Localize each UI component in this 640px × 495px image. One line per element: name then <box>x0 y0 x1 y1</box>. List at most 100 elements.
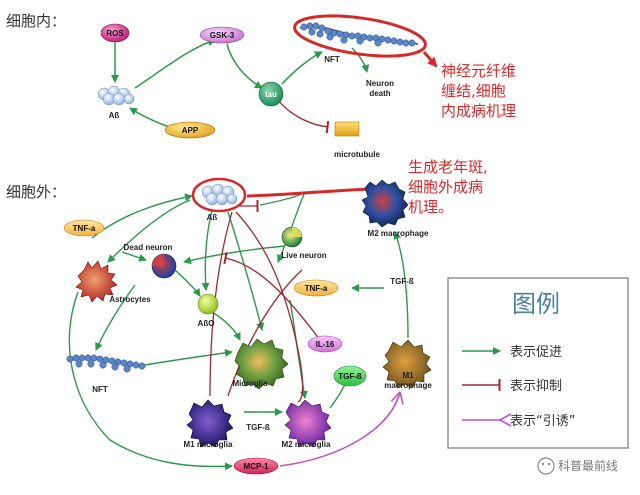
legend-inhibit-label: 表示抑制 <box>510 379 562 394</box>
dead-neuron-label: Dead neuron <box>124 243 173 252</box>
arrow-deadneuron-link <box>121 251 147 262</box>
tangle-callout-arrow <box>422 51 438 68</box>
inhibit-tau-to-microtubule <box>277 99 330 134</box>
gsk3-label: GSK-3 <box>210 31 235 40</box>
tgfb-bottom-label: TGF-ß <box>246 423 270 432</box>
arrow-abeta-to-gsk3 <box>134 38 216 89</box>
tau-label: tau <box>265 90 277 99</box>
m1-microglia-label: M1 microglia <box>184 440 233 449</box>
tgfb-green-label: TGF-ß <box>338 372 362 381</box>
tgfb-top-label: TGF-ß <box>390 277 414 286</box>
arrow-to-live-neuron <box>277 191 306 263</box>
abeta-highlight-ring <box>191 177 247 213</box>
legend-title: 图例 <box>512 290 560 318</box>
astrocytes-node: Astrocytes <box>75 260 151 304</box>
il16-label: IL-16 <box>316 340 335 349</box>
arrow-abeta-to-astrocytes <box>107 199 191 263</box>
mcp1-label: MCP-1 <box>244 462 269 471</box>
tau-node: tau <box>258 81 284 107</box>
arrow-abeta-to-microglia <box>227 211 265 331</box>
m1-microglia-node: M1 microglia <box>184 399 234 449</box>
intracellular-arrows <box>111 38 370 134</box>
arrow-nft-to-microglia <box>144 348 233 366</box>
abo-node: AßO <box>198 293 219 328</box>
il16-node: IL-16 <box>307 335 343 353</box>
arrow-dead-to-abo <box>174 269 201 297</box>
nft-bottom-filament: NFT <box>66 354 146 394</box>
watermark: 科普最前线 <box>537 457 618 475</box>
tangle-annotation-line2: 缠结,细胞 <box>441 82 506 100</box>
tnfa-right-node: TNF-a <box>293 279 339 297</box>
arrow-tau-to-nft <box>281 51 323 85</box>
neuron-death-label-line1: Neuron <box>366 79 394 88</box>
app-node: APP <box>164 121 216 139</box>
arrow-tnfa-to-abeta <box>91 193 193 239</box>
arrow-app-to-abeta <box>129 107 173 129</box>
plaque-annotation-line2: 细胞外成病 <box>408 178 483 196</box>
arrow-abeta-to-abo <box>201 209 213 291</box>
arrow-gsk3-to-tau <box>226 43 263 89</box>
arrow-nft-to-neuron-death <box>351 47 370 73</box>
m2-macrophage-label: M2 macrophage <box>368 229 429 238</box>
intracellular-section-label: 细胞内： <box>6 12 66 30</box>
tangle-annotation-line1: 神经元纤维 <box>441 62 516 80</box>
plaque-annotation-line3: 机理。 <box>408 198 453 216</box>
tnfa-right-label: TNF-a <box>305 284 328 293</box>
m2-microglia-node: M2 microglia <box>282 399 332 449</box>
abeta-top-label: Aß <box>109 111 120 120</box>
astrocytes-label: Astrocytes <box>109 295 151 304</box>
abeta-mid-cluster: Aß <box>191 177 247 222</box>
tgfb-green-node: TGF-ß <box>333 365 367 387</box>
arrow-astro-to-nft <box>95 284 136 351</box>
tangle-annotation-line3: 内成病机理 <box>441 102 516 120</box>
live-neuron-label: Live neuron <box>281 251 326 260</box>
extracellular-inhibit-arrows <box>209 200 321 403</box>
microtubule-node: microtubule <box>334 121 380 159</box>
dead-neuron-node: Dead neuron <box>124 243 177 279</box>
live-neuron-node: Live neuron <box>281 226 327 260</box>
app-label: APP <box>182 126 199 135</box>
legend: 图例 表示促进 表示抑制 表示“引诱” <box>447 277 629 449</box>
m1-macrophage-label-line1: M1 <box>402 371 414 380</box>
microglia-node: Microglia <box>232 338 289 390</box>
microglia-label: Microglia <box>232 379 268 388</box>
legend-induce-label: 表示“引诱” <box>510 414 575 429</box>
arrow-astro-to-mcp1 <box>68 291 233 471</box>
plaque-annotation-line1: 生成老年斑, <box>408 158 488 176</box>
legend-promote-label: 表示促进 <box>510 345 562 360</box>
neuron-death-label-group: Neuron death <box>366 79 394 98</box>
arrow-m1mac-to-m2mac <box>393 231 409 339</box>
microtubule-label: microtubule <box>334 150 380 159</box>
abeta-mid-label: Aß <box>207 213 218 222</box>
gsk3-node: GSK-3 <box>199 26 245 44</box>
mcp1-node: MCP-1 <box>233 457 279 475</box>
neuron-death-label-line2: death <box>369 89 390 98</box>
m1-macrophage-label-line2: macrophage <box>384 381 432 390</box>
wechat-icon <box>537 457 555 475</box>
m2-macrophage-node: M2 macrophage <box>361 179 429 238</box>
m2-microglia-label: M2 microglia <box>282 440 331 449</box>
nft-top-filament: NFT <box>293 14 427 64</box>
arrow-abo-to-microglia <box>211 311 241 341</box>
tnfa-left-node: TNF-a <box>63 219 105 237</box>
induce-mcp1-to-m1mac <box>279 391 404 467</box>
inhibit-abeta-to-m2mic <box>235 211 304 403</box>
extracellular-section-label: 细胞外： <box>6 183 66 201</box>
tnfa-left-label: TNF-a <box>73 224 96 233</box>
watermark-text: 科普最前线 <box>558 458 618 473</box>
arrow-live-to-dead <box>183 245 286 265</box>
nft-bottom-label: NFT <box>92 385 108 394</box>
nft-highlight-ring <box>293 14 427 58</box>
ros-node: ROS <box>100 23 130 43</box>
tangle-annotation: 神经元纤维 缠结,细胞 内成病机理 <box>441 62 516 120</box>
ros-label: ROS <box>106 29 124 38</box>
extracellular-promote-arrows <box>68 191 409 471</box>
inhibit-il16-to-deadneuron <box>223 252 321 341</box>
abeta-top-cluster: Aß <box>97 85 135 120</box>
inhibit-abeta-to-m1mic <box>209 211 233 397</box>
plaque-annotation: 生成老年斑, 细胞外成病 机理。 <box>408 158 488 216</box>
nft-top-label: NFT <box>324 55 340 64</box>
m1-macrophage-node: M1 macrophage <box>382 339 432 390</box>
abo-label: AßO <box>198 319 215 328</box>
